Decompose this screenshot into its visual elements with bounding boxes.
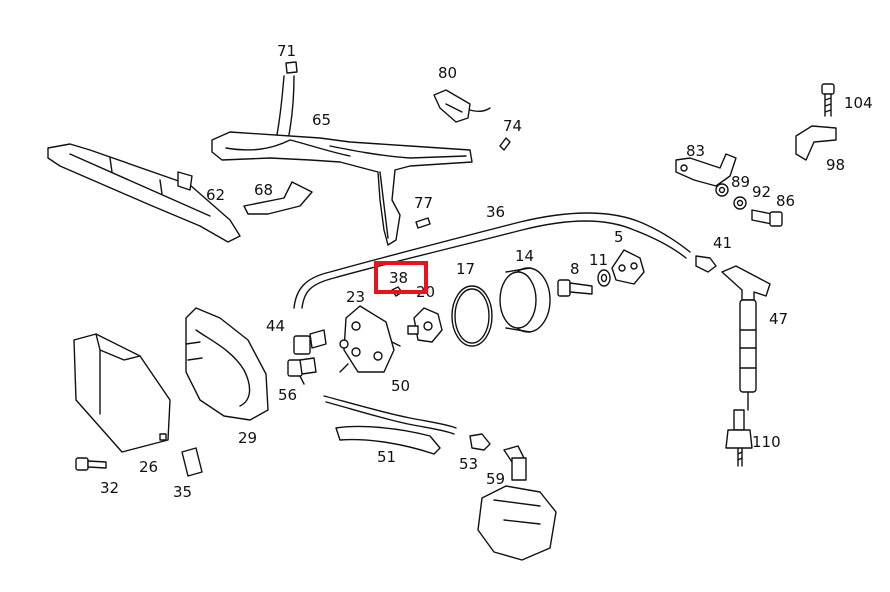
part-71-clip[interactable] — [285, 61, 298, 74]
part-86-bolt[interactable] — [751, 209, 783, 227]
label-41[interactable]: 41 — [713, 234, 732, 252]
label-14[interactable]: 14 — [515, 247, 534, 265]
label-38[interactable]: 38 — [389, 269, 408, 287]
label-11[interactable]: 11 — [589, 251, 608, 269]
label-110[interactable]: 110 — [752, 433, 781, 451]
label-17[interactable]: 17 — [456, 260, 475, 278]
part-74-clip[interactable] — [499, 137, 511, 151]
part-8-bolt[interactable] — [557, 279, 593, 297]
part-47-plug-boot[interactable] — [721, 265, 771, 411]
label-68[interactable]: 68 — [254, 181, 273, 199]
part-56-sensor[interactable] — [287, 357, 317, 385]
label-59[interactable]: 59 — [486, 470, 505, 488]
part-65-bracket[interactable] — [211, 75, 473, 246]
part-83-bracket[interactable] — [675, 153, 737, 187]
label-44[interactable]: 44 — [266, 317, 285, 335]
label-74[interactable]: 74 — [503, 117, 522, 135]
label-86[interactable]: 86 — [776, 192, 795, 210]
label-83[interactable]: 83 — [686, 142, 705, 160]
label-23[interactable]: 23 — [346, 288, 365, 306]
part-35-bracket[interactable] — [181, 447, 203, 477]
label-104[interactable]: 104 — [844, 94, 873, 112]
label-65[interactable]: 65 — [312, 111, 331, 129]
part-104-screw[interactable] — [821, 83, 835, 117]
part-32-bolt[interactable] — [75, 457, 107, 471]
label-51[interactable]: 51 — [377, 448, 396, 466]
label-98[interactable]: 98 — [826, 156, 845, 174]
part-44-sensor[interactable] — [293, 329, 327, 355]
part-92-washer[interactable] — [733, 196, 747, 210]
label-62[interactable]: 62 — [206, 186, 225, 204]
label-89[interactable]: 89 — [731, 173, 750, 191]
part-17-o-ring[interactable] — [451, 285, 493, 347]
label-77[interactable]: 77 — [414, 194, 433, 212]
label-50[interactable]: 50 — [391, 377, 410, 395]
part-59-connector[interactable] — [503, 445, 527, 481]
label-36[interactable]: 36 — [486, 203, 505, 221]
label-92[interactable]: 92 — [752, 183, 771, 201]
part-62-rail[interactable] — [47, 143, 241, 243]
part-80-connector[interactable] — [433, 89, 491, 123]
part-77-clip[interactable] — [415, 217, 431, 229]
part-50-hose[interactable] — [323, 395, 457, 435]
part-53-fitting[interactable] — [469, 433, 491, 451]
part-41-connector[interactable] — [695, 255, 717, 273]
part-20-sensor[interactable] — [407, 307, 443, 343]
label-80[interactable]: 80 — [438, 64, 457, 82]
label-35[interactable]: 35 — [173, 483, 192, 501]
part-11-washer[interactable] — [597, 269, 611, 287]
highlight-box-38 — [374, 261, 428, 294]
part-36-tube[interactable] — [293, 212, 691, 309]
label-71[interactable]: 71 — [277, 42, 296, 60]
part-29-housing[interactable] — [185, 307, 269, 421]
label-32[interactable]: 32 — [100, 479, 119, 497]
label-47[interactable]: 47 — [769, 310, 788, 328]
label-29[interactable]: 29 — [238, 429, 257, 447]
part-68-cover[interactable] — [243, 181, 313, 215]
part-51-hose[interactable] — [335, 425, 441, 455]
label-8[interactable]: 8 — [570, 260, 580, 278]
part-bottom-module[interactable] — [477, 485, 557, 561]
part-23-distributor[interactable] — [339, 305, 401, 373]
label-5[interactable]: 5 — [614, 228, 624, 246]
label-56[interactable]: 56 — [278, 386, 297, 404]
part-14-cap[interactable] — [499, 267, 551, 333]
label-26[interactable]: 26 — [139, 458, 158, 476]
part-98-bracket[interactable] — [795, 125, 837, 161]
part-labels: 71 80 104 65 74 83 98 89 92 86 62 68 77 … — [100, 42, 873, 501]
part-26-cover[interactable] — [73, 333, 171, 453]
part-110-spark-plug[interactable] — [725, 409, 753, 467]
part-5-plate[interactable] — [611, 249, 645, 285]
label-53[interactable]: 53 — [459, 455, 478, 473]
part-89-washer[interactable] — [715, 183, 729, 197]
